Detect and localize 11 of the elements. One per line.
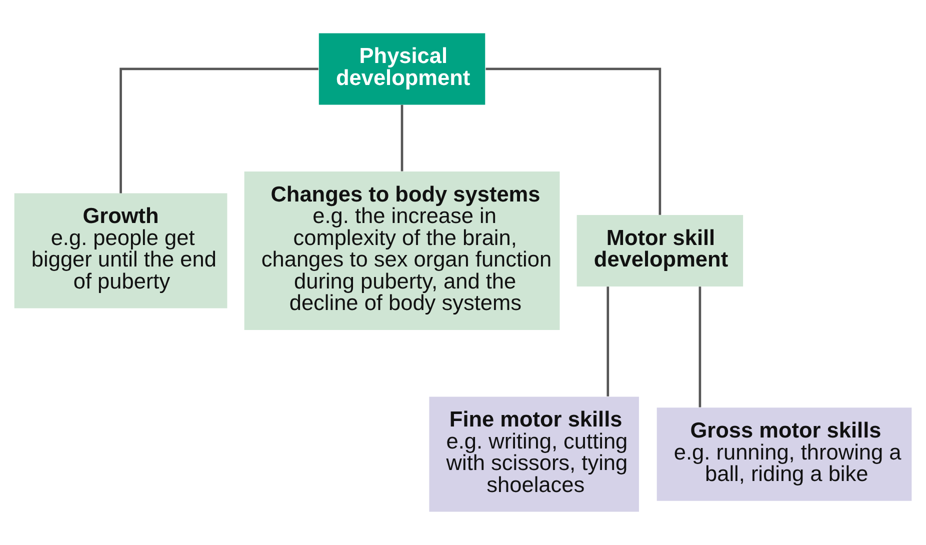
- connector: [606, 286, 610, 396]
- connector: [486, 68, 662, 215]
- node-box: Changes to body systems e.g. the increase in complexity of the brain, changes to sex organ function during puberty, and the decline of body systems: [244, 172, 560, 330]
- node-box: Growth e.g. people get bigger until the end of puberty: [14, 193, 228, 308]
- connector: [400, 104, 404, 172]
- node-box: Gross motor skills e.g. running, throwing a ball, riding a bike: [656, 408, 912, 501]
- node-box: Motor skill development: [576, 215, 744, 286]
- connector: [698, 286, 702, 408]
- connector: [120, 68, 318, 194]
- node-box: Fine motor skills e.g. writing, cutting with scissors, tying shoelaces: [429, 396, 639, 512]
- node-box: Physical development: [318, 33, 486, 105]
